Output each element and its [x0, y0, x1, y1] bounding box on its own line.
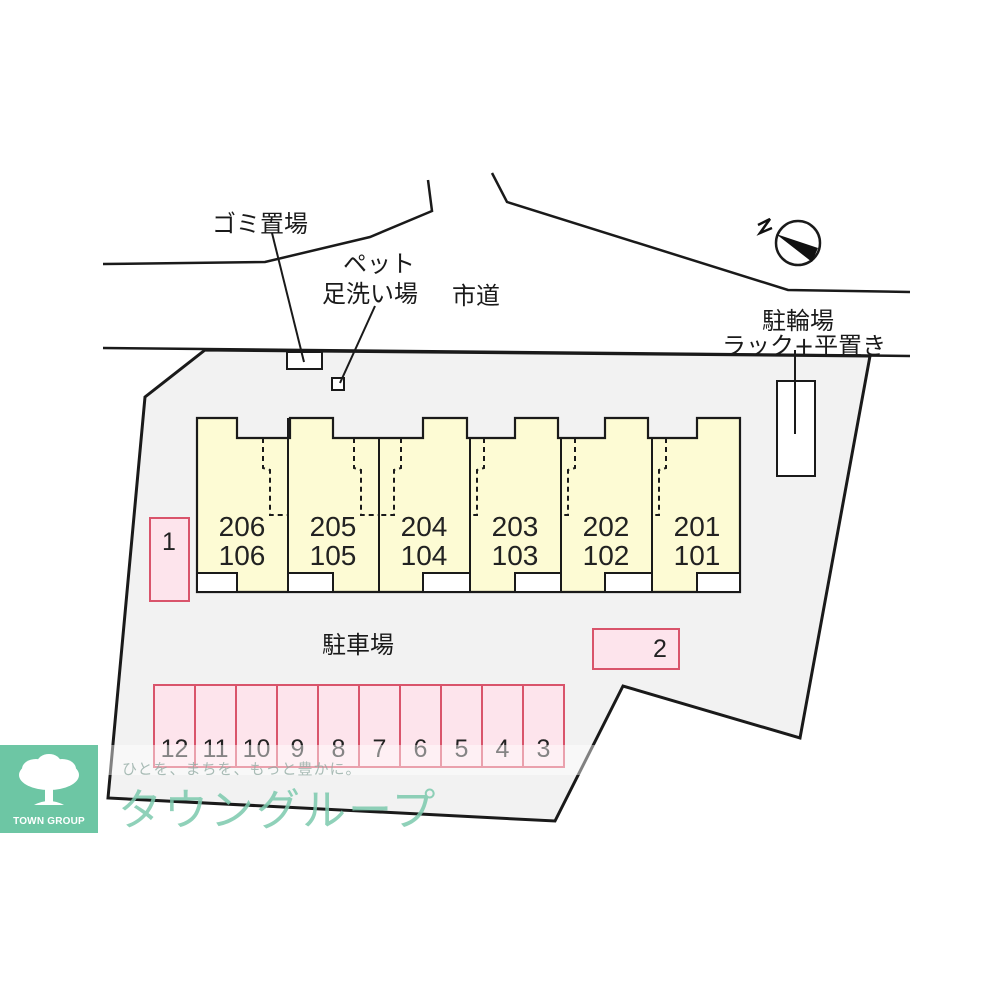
pet-wash-label-line1: ペット	[343, 250, 415, 278]
logo-text: TOWN GROUP	[13, 816, 85, 827]
parking-number-8: 8	[331, 735, 346, 763]
brand-tagline: ひとを、まちを、もっと豊かに。	[122, 760, 362, 778]
parking-number-3: 3	[536, 735, 551, 763]
bicycle-parking-label-line1: 駐輪場	[762, 307, 834, 335]
parking-row	[153, 684, 565, 768]
brand-name: タウングループ	[118, 785, 438, 836]
road-edge-upper-right	[490, 172, 911, 294]
parking-number-11: 11	[202, 735, 229, 763]
parking-number-9: 9	[290, 735, 305, 763]
pet-wash-label-line2: 足洗い場	[322, 280, 418, 308]
garbage-leader-line	[271, 232, 305, 363]
tree-icon	[19, 754, 79, 805]
parking-space-2	[592, 628, 680, 670]
parking-lot-label: 駐車場	[322, 631, 394, 659]
north-compass-icon	[756, 217, 822, 267]
parking-number-6: 6	[413, 735, 428, 763]
road-edge-lower	[102, 346, 911, 358]
apartment-building	[195, 416, 742, 594]
parking-number-1: 1	[162, 528, 176, 556]
parking-space-1	[149, 517, 190, 602]
parking-number-5: 5	[454, 735, 469, 763]
bicycle-parking-label-line2: ラック+平置き	[722, 332, 887, 360]
city-road-label: 市道	[452, 282, 500, 310]
parking-number-12: 12	[160, 735, 189, 763]
pet-wash-leader-line	[339, 305, 376, 384]
road-edge-upper-left	[102, 179, 434, 266]
parking-number-7: 7	[372, 735, 387, 763]
parking-number-10: 10	[242, 735, 271, 763]
watermark-band	[98, 745, 618, 775]
parking-number-4: 4	[495, 735, 510, 763]
town-group-logo: TOWN GROUP	[0, 745, 98, 833]
garbage-label: ゴミ置場	[212, 210, 308, 238]
parking-number-2: 2	[653, 635, 667, 663]
